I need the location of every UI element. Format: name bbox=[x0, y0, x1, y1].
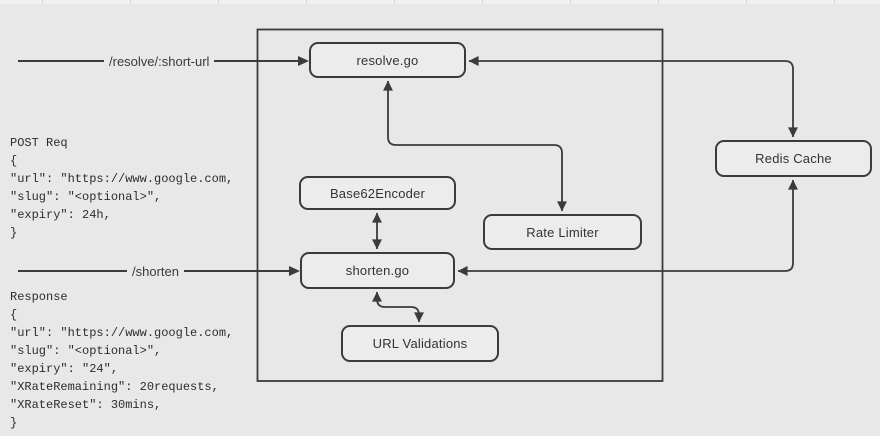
route-resolve: /resolve/:short-url bbox=[18, 51, 309, 71]
node-rate-limiter-label: Rate Limiter bbox=[526, 224, 599, 240]
node-base62-encoder-label: Base62Encoder bbox=[329, 185, 426, 201]
route-shorten-label: /shorten bbox=[132, 263, 179, 279]
node-url-validations: URL Validations bbox=[341, 325, 499, 362]
route-line-segment bbox=[214, 60, 299, 62]
node-resolve-go: resolve.go bbox=[309, 42, 466, 78]
arrowhead-right-icon bbox=[298, 56, 309, 66]
node-shorten-go-label: shorten.go bbox=[345, 263, 410, 278]
route-shorten: /shorten bbox=[18, 261, 300, 281]
connector-resolve-ratelimiter bbox=[383, 80, 567, 212]
node-redis-cache-label: Redis Cache bbox=[755, 151, 832, 166]
node-resolve-go-label: resolve.go bbox=[356, 52, 419, 68]
node-shorten-go: shorten.go bbox=[300, 252, 455, 289]
node-rate-limiter: Rate Limiter bbox=[483, 214, 642, 250]
response-text: Response { "url": "https://www.google.co… bbox=[10, 290, 234, 430]
connector-shorten-urlvalidations bbox=[372, 291, 424, 323]
node-base62-encoder: Base62Encoder bbox=[299, 176, 456, 210]
node-url-validations-label: URL Validations bbox=[372, 336, 468, 351]
route-line-segment bbox=[183, 270, 290, 272]
top-ruler bbox=[0, 0, 880, 4]
node-redis-cache: Redis Cache bbox=[715, 140, 872, 177]
route-resolve-label: /resolve/:short-url bbox=[109, 53, 210, 69]
connector-shorten-rediscache bbox=[457, 179, 798, 276]
post-request-text: POST Req { "url": "https://www.google.co… bbox=[10, 136, 234, 240]
arrowhead-right-icon bbox=[289, 266, 300, 276]
route-line-segment bbox=[18, 60, 104, 62]
connector-resolve-rediscache bbox=[468, 56, 798, 138]
route-line-segment bbox=[18, 270, 127, 272]
